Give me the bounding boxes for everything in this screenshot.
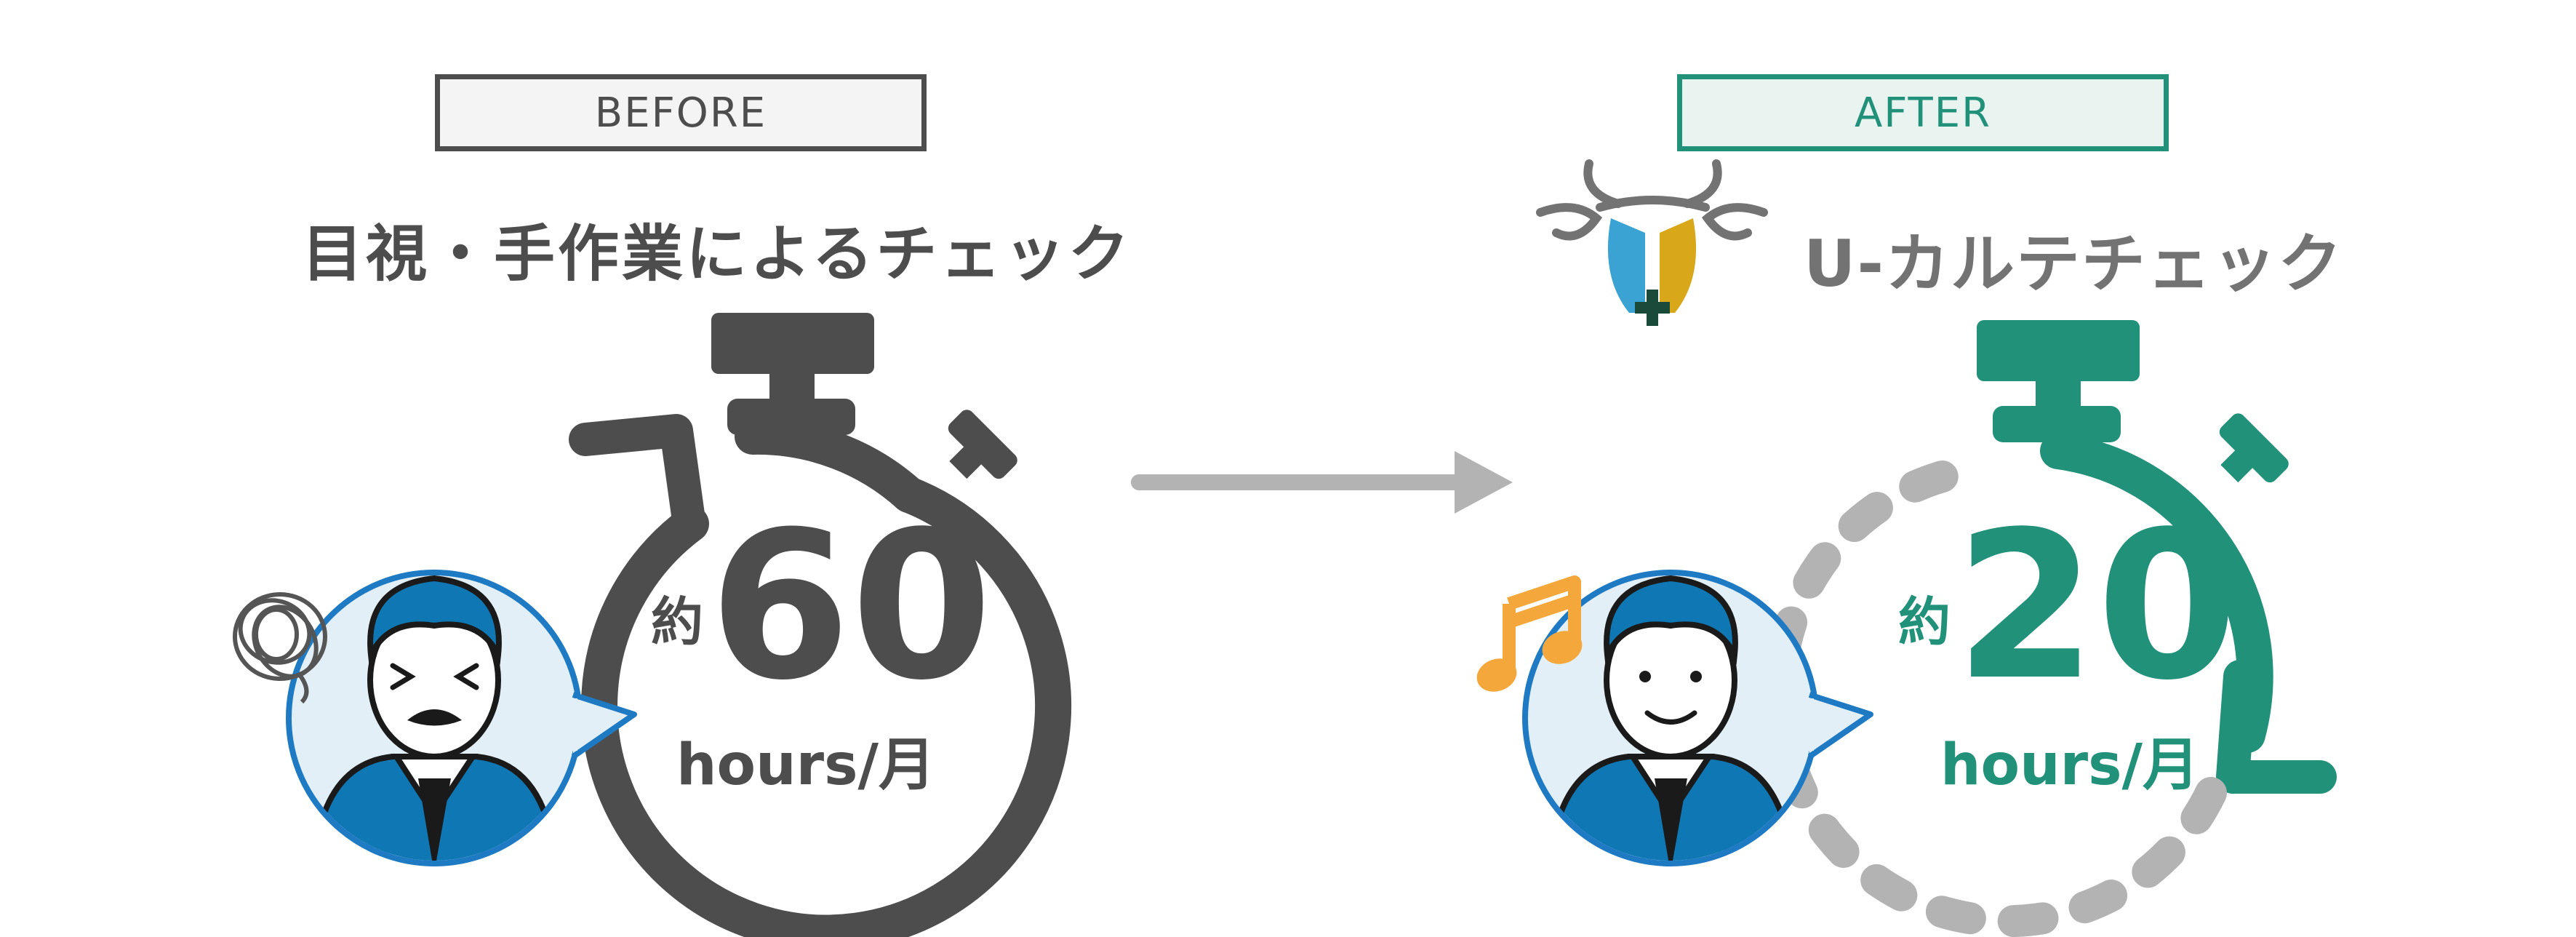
after-label: AFTER [1677, 74, 2169, 151]
after-hours-unit: hours/月 [1940, 733, 2199, 798]
before-hours-value: 60 [709, 488, 993, 725]
right-arrow-icon [1131, 451, 1513, 514]
after-hours-value: 20 [1955, 488, 2239, 725]
before-prefix: 約 [651, 591, 703, 653]
before-stopwatch-icon [569, 313, 1071, 937]
brand-name: U-カルテチェック [1804, 226, 2343, 301]
music-note-icon [1476, 575, 1583, 692]
after-stopwatch-icon [1764, 320, 2337, 937]
before-label: BEFORE [435, 74, 927, 151]
before-title: 目視・手作業によるチェック [302, 218, 1132, 290]
tangled-scribble-icon [233, 592, 327, 704]
smiling-person-icon [1545, 575, 1796, 861]
after-prefix: 約 [1898, 591, 1951, 653]
before-hours-unit: hours/月 [676, 733, 935, 798]
cow-cross-logo-icon [1536, 159, 1768, 326]
